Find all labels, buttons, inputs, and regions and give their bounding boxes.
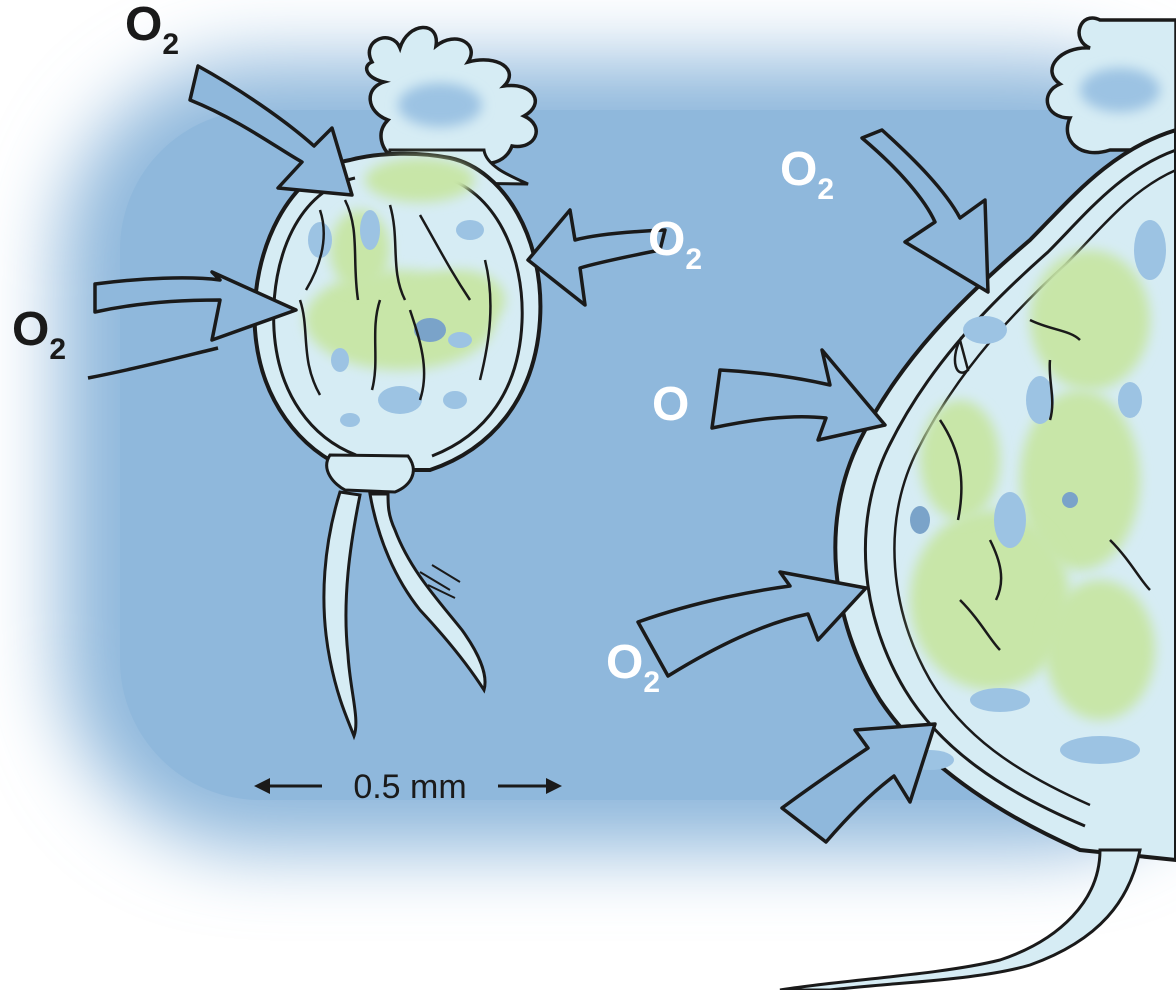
o2-label-left: O2 [12,303,66,366]
scale-bar-label: 0.5 mm [353,768,466,806]
o-label-right-middle: O [652,378,689,431]
o2-label-top-left: O2 [125,0,179,61]
